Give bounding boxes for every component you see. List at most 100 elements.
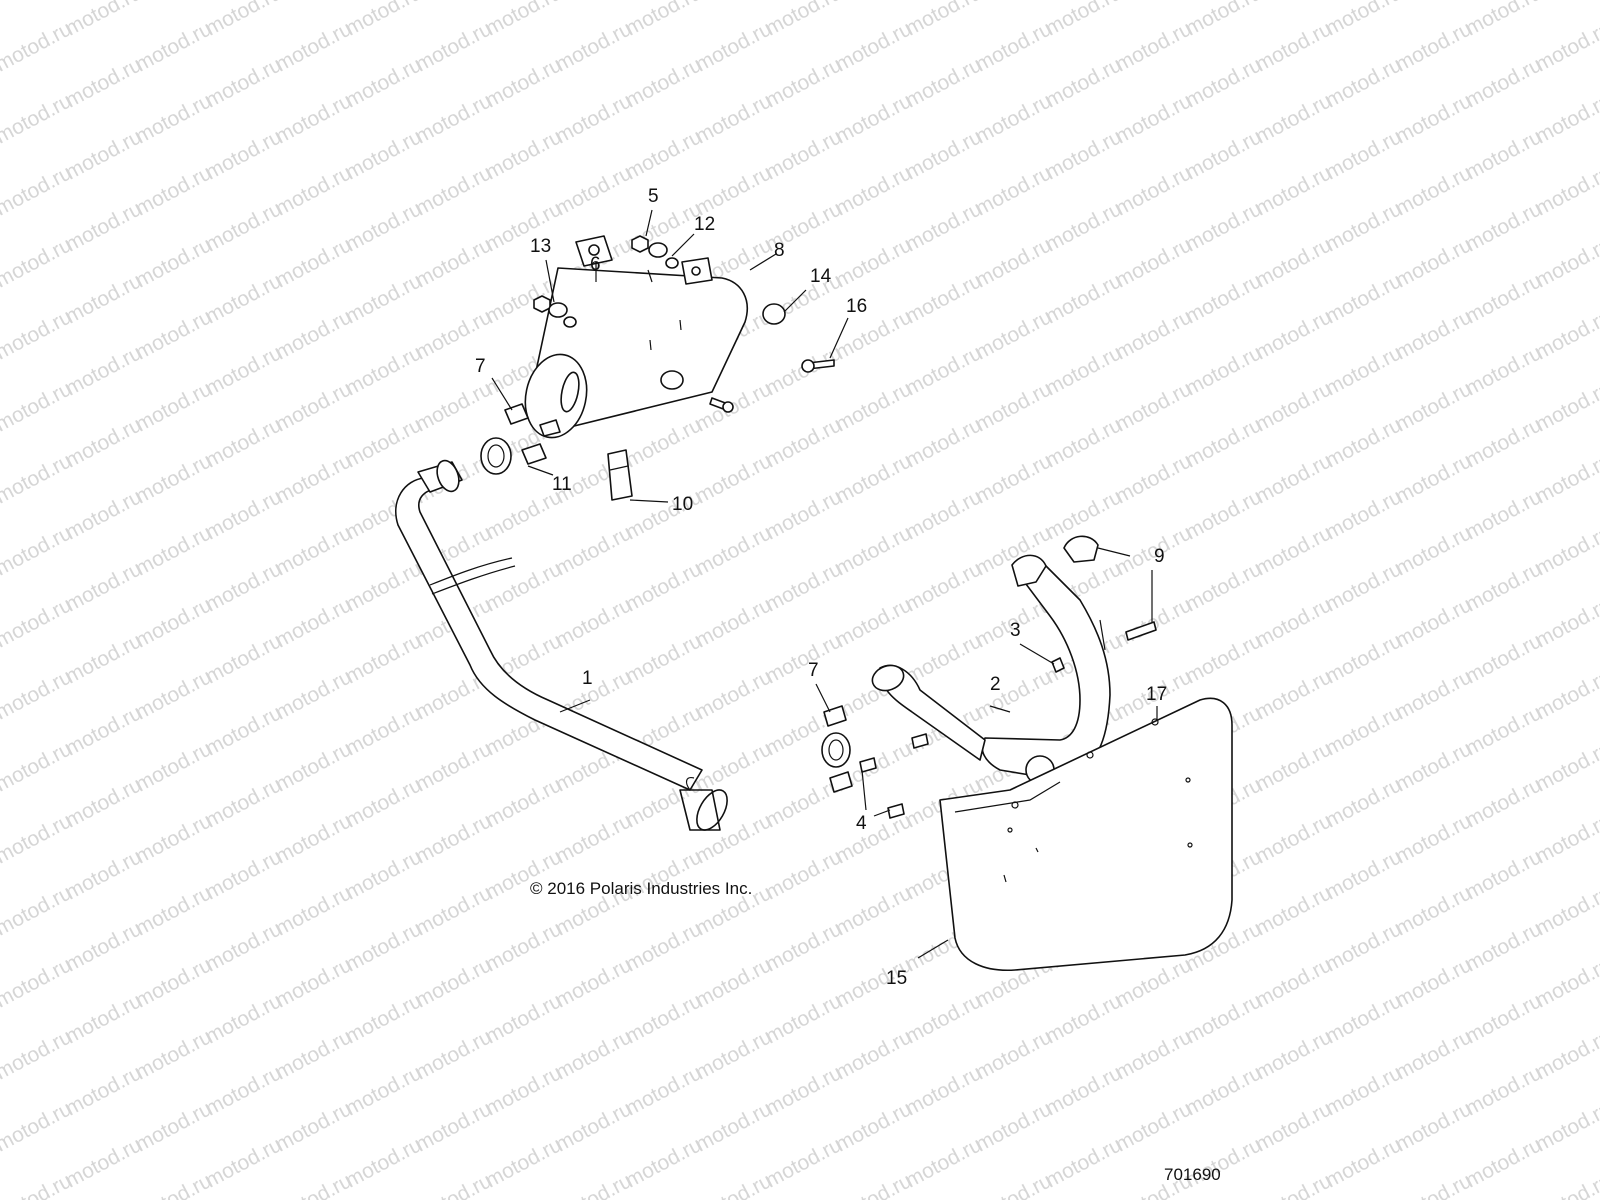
- watermark-text: motod.ru: [1252, 521, 1336, 580]
- callout-14: 14: [810, 266, 832, 287]
- watermark-text: motod.ru: [202, 413, 286, 472]
- callout-3: 3: [1010, 620, 1021, 641]
- watermark-text: motod.ru: [1462, 485, 1546, 544]
- watermark-text: motod.ru: [902, 197, 986, 256]
- callout-7-lower: 7: [808, 660, 819, 681]
- watermark-text: motod.ru: [1462, 1133, 1546, 1192]
- watermark-text: motod.ru: [762, 845, 846, 904]
- watermark-text: motod.ru: [132, 665, 216, 724]
- callout-17: 17: [1146, 684, 1167, 705]
- watermark-text: motod.ru: [1462, 197, 1546, 256]
- watermark-text: motod.ru: [832, 305, 916, 364]
- clamp-part-9: [1063, 535, 1099, 563]
- watermark-text: motod.ru: [272, 1097, 356, 1156]
- watermark-text: motod.ru: [0, 233, 76, 292]
- watermark-text: motod.ru: [0, 665, 76, 724]
- callout-1: 1: [582, 668, 593, 689]
- watermark-text: motod.ru: [972, 1169, 1056, 1200]
- watermark-text: motod.ru: [902, 485, 986, 544]
- watermark-text: motod.ru: [132, 521, 216, 580]
- isolator-part-10: [607, 449, 633, 501]
- watermark-text: motod.ru: [972, 1097, 1056, 1156]
- watermark-text: motod.ru: [272, 89, 356, 148]
- watermark-text: motod.ru: [1042, 989, 1126, 1048]
- watermark-text: motod.ru: [412, 233, 496, 292]
- watermark-text: motod.ru: [832, 89, 916, 148]
- watermark-text: motod.ru: [1462, 125, 1546, 184]
- watermark-text: motod.ru: [762, 629, 846, 688]
- watermark-text: motod.ru: [902, 0, 986, 40]
- copyright-notice: © 2016 Polaris Industries Inc.: [530, 879, 752, 898]
- watermark-text: motod.ru: [692, 593, 776, 652]
- watermark-text: motod.ru: [62, 197, 146, 256]
- watermark-text: motod.ru: [0, 377, 76, 436]
- watermark-text: motod.ru: [692, 521, 776, 580]
- watermark-text: motod.ru: [552, 1097, 636, 1156]
- watermark-text: motod.ru: [0, 953, 76, 1012]
- watermark-text: motod.ru: [1322, 0, 1406, 40]
- watermark-text: motod.ru: [62, 917, 146, 976]
- watermark-text: motod.ru: [622, 413, 706, 472]
- watermark-text: motod.ru: [342, 125, 426, 184]
- watermark-text: motod.ru: [762, 989, 846, 1048]
- watermark-text: motod.ru: [832, 593, 916, 652]
- watermark-text: motod.ru: [342, 989, 426, 1048]
- watermark-text: motod.ru: [62, 1133, 146, 1192]
- watermark-text: motod.ru: [1322, 341, 1406, 400]
- watermark-text: motod.ru: [1392, 1097, 1476, 1156]
- watermark-text: motod.ru: [272, 521, 356, 580]
- watermark-text: motod.ru: [132, 1169, 216, 1200]
- watermark-text: motod.ru: [972, 161, 1056, 220]
- watermark-text: motod.ru: [902, 269, 986, 328]
- watermark-text: motod.ru: [1392, 161, 1476, 220]
- watermark-text: motod.ru: [1392, 521, 1476, 580]
- watermark-text: motod.ru: [202, 773, 286, 832]
- watermark-text: motod.ru: [132, 305, 216, 364]
- watermark-text: motod.ru: [342, 773, 426, 832]
- watermark-text: motod.ru: [202, 197, 286, 256]
- watermark-text: motod.ru: [62, 557, 146, 616]
- watermark-text: motod.ru: [1042, 1133, 1126, 1192]
- watermark-text: motod.ru: [132, 161, 216, 220]
- watermark-text: motod.ru: [202, 557, 286, 616]
- watermark-text: motod.ru: [832, 881, 916, 940]
- watermark-text: motod.ru: [1322, 197, 1406, 256]
- watermark-text: motod.ru: [1182, 629, 1266, 688]
- watermark-text: motod.ru: [622, 557, 706, 616]
- watermark-text: motod.ru: [1392, 737, 1476, 796]
- watermark-text: motod.ru: [412, 1097, 496, 1156]
- watermark-text: motod.ru: [692, 1025, 776, 1084]
- watermark-text: motod.ru: [342, 1133, 426, 1192]
- watermark-text: motod.ru: [0, 1097, 76, 1156]
- watermark-text: motod.ru: [902, 557, 986, 616]
- watermark-text: motod.ru: [692, 17, 776, 76]
- watermark-text: motod.ru: [482, 773, 566, 832]
- watermark-text: motod.ru: [1182, 269, 1266, 328]
- watermark-text: motod.ru: [0, 521, 76, 580]
- watermark-text: motod.ru: [1462, 341, 1546, 400]
- watermark-text: motod.ru: [692, 89, 776, 148]
- watermark-text: motod.ru: [0, 809, 76, 868]
- watermark-text: motod.ru: [1322, 701, 1406, 760]
- watermark-text: motod.ru: [272, 17, 356, 76]
- watermark-text: motod.ru: [1392, 305, 1476, 364]
- watermark-text: motod.ru: [1252, 809, 1336, 868]
- watermark-text: motod.ru: [202, 989, 286, 1048]
- watermark-text: motod.ru: [342, 845, 426, 904]
- watermark-text: motod.ru: [412, 1169, 496, 1200]
- watermark-text: motod.ru: [1322, 917, 1406, 976]
- watermark-text: motod.ru: [832, 161, 916, 220]
- watermark-text: motod.ru: [832, 233, 916, 292]
- watermark-text: motod.ru: [482, 1133, 566, 1192]
- watermark-text: motod.ru: [1462, 53, 1546, 112]
- watermark-text: motod.ru: [342, 53, 426, 112]
- watermark-text: motod.ru: [1322, 1061, 1406, 1120]
- watermark-text: motod.ru: [1462, 269, 1546, 328]
- watermark-text: motod.ru: [552, 89, 636, 148]
- watermark-text: motod.ru: [972, 17, 1056, 76]
- watermark-text: motod.ru: [1392, 1025, 1476, 1084]
- watermark-text: motod.ru: [692, 161, 776, 220]
- watermark-text: motod.ru: [412, 161, 496, 220]
- watermark-text: motod.ru: [1112, 233, 1196, 292]
